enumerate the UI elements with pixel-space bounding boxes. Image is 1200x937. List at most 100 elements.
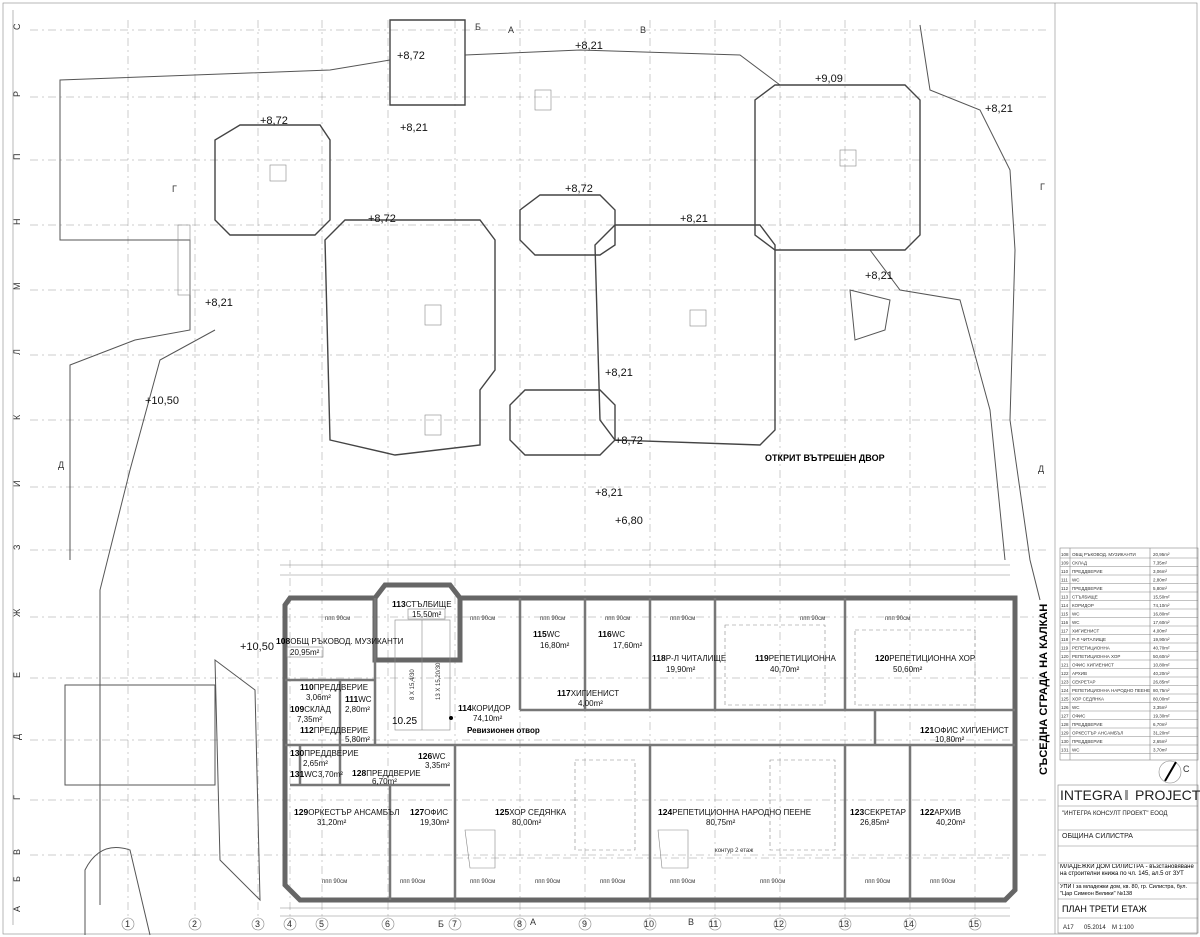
schedule-room-area: 50,60m²: [1153, 654, 1170, 659]
svg-text:123СЕКРЕТАР: 123СЕКРЕТАР: [850, 807, 906, 817]
section-mark: Б: [475, 22, 481, 32]
section-mark: А: [530, 917, 536, 927]
schedule-room-area: 74,10m²: [1153, 603, 1170, 608]
elevation-label: +8,72: [260, 115, 288, 127]
schedule-room-area: 17,60m²: [1153, 620, 1170, 625]
site-outline: [59, 24, 1041, 936]
section-mark: Г: [172, 184, 177, 194]
schedule-room-area: 2,80m²: [1153, 578, 1168, 583]
svg-text:127ОФИС: 127ОФИС: [410, 807, 448, 817]
axis-row: А: [12, 906, 22, 912]
window-label: ппп 90см: [400, 879, 425, 885]
room-108: 108ОБЩ РЪКОВОД. МУЗИКАНТИ 20,95m²: [276, 636, 404, 658]
schedule-room-number: 117: [1061, 629, 1069, 634]
roof-outlines: [214, 19, 921, 456]
svg-text:124РЕПЕТИЦИОННА НАРОДНО ПЕЕНЕ: 124РЕПЕТИЦИОННА НАРОДНО ПЕЕНЕ: [658, 807, 811, 817]
svg-text:6,70m²: 6,70m²: [372, 777, 397, 786]
project-name: МЛАДЕЖКИ ДОМ СИЛИСТРА - възстановяване н…: [1060, 864, 1194, 877]
elevation-label: +8,72: [368, 213, 396, 225]
window-label: ппп 90см: [670, 879, 695, 885]
row-axis-labels: С Р П Н М Л К И З Ж Е Д Г В Б А: [12, 23, 22, 912]
schedule-room-area: 3,06m²: [1153, 569, 1168, 574]
logo-integra: INTEGRA: [1060, 787, 1123, 803]
schedule-room-area: 4,00m²: [1153, 629, 1168, 634]
sheet-number: А17: [1063, 925, 1074, 931]
svg-text:118Р-Л ЧИТАЛИЩЕ: 118Р-Л ЧИТАЛИЩЕ: [652, 653, 726, 663]
window-label: ппп 90см: [540, 616, 565, 622]
room-118: 118Р-Л ЧИТАЛИЩЕ 19,90m²: [652, 653, 726, 674]
svg-text:2,80m²: 2,80m²: [345, 705, 370, 714]
elevation-label: +8,21: [575, 40, 603, 52]
sheet-date: 05.2014: [1084, 925, 1106, 931]
stair-dimension: 8 Х 15,4/30: [410, 669, 416, 700]
schedule-room-area: 7,35m²: [1153, 561, 1168, 566]
axis-col: 8: [517, 919, 522, 929]
axis-row: В: [12, 849, 22, 855]
client-name: ОБЩИНА СИЛИСТРА: [1062, 833, 1133, 840]
schedule-room-area: 80,75m²: [1153, 688, 1170, 693]
svg-text:16,80m²: 16,80m²: [540, 641, 570, 650]
schedule-room-label: РЕПЕТИЦИОННА ХОР: [1072, 654, 1120, 659]
schedule-room-number: 125: [1061, 697, 1069, 702]
section-mark: В: [640, 25, 646, 35]
schedule-room-area: 31,20m²: [1153, 731, 1170, 736]
svg-text:125ХОР СЕДЯНКА: 125ХОР СЕДЯНКА: [495, 807, 567, 817]
elevation-label: +8,72: [615, 435, 643, 447]
schedule-room-label: ПРЕДДВЕРИЕ: [1072, 722, 1103, 727]
svg-text:17,60m²: 17,60m²: [613, 641, 643, 650]
svg-text:110ПРЕДДВЕРИЕ: 110ПРЕДДВЕРИЕ: [300, 682, 368, 692]
section-mark: Д: [58, 460, 64, 470]
schedule-room-area: 6,70m²: [1153, 722, 1168, 727]
axis-row: И: [12, 481, 22, 487]
schedule-room-number: 113: [1061, 595, 1069, 600]
svg-text:130ПРЕДДВЕРИЕ: 130ПРЕДДВЕРИЕ: [290, 748, 359, 758]
schedule-room-label: ПРЕДДВЕРИЕ: [1072, 586, 1103, 591]
axis-col: 10: [644, 919, 654, 929]
schedule-room-area: 40,20m²: [1153, 671, 1170, 676]
stair-dimension: 13 Х 15,20/30: [436, 662, 442, 700]
section-mark: В: [688, 917, 694, 927]
revision-opening-label: Ревизионен отвор: [467, 726, 540, 735]
schedule-room-number: 110: [1061, 569, 1069, 574]
svg-text:7,35m²: 7,35m²: [297, 715, 322, 724]
elevation-label: +10,50: [240, 641, 274, 653]
section-mark: А: [508, 25, 514, 35]
schedule-room-number: 111: [1061, 578, 1068, 583]
schedule-room-number: 109: [1061, 561, 1069, 566]
window-label: ппп 90см: [865, 879, 890, 885]
piano-icon: [464, 829, 496, 869]
schedule-room-number: 121: [1061, 663, 1069, 668]
schedule-room-label: ПРЕДДВЕРИЕ: [1072, 739, 1103, 744]
svg-text:3,06m²: 3,06m²: [306, 693, 331, 702]
schedule-room-label: ПРЕДДВЕРИЕ: [1072, 569, 1103, 574]
piano-icon: [657, 829, 689, 869]
title-block: INTEGRA PROJECT "ИНТЕГРА КОНСУЛТ ПРОЕКТ"…: [1057, 784, 1200, 934]
svg-text:112ПРЕДДВЕРИЕ: 112ПРЕДДВЕРИЕ: [300, 725, 368, 735]
window-label: ппп 90см: [470, 616, 495, 622]
axis-col: 7: [452, 919, 457, 929]
svg-text:108ОБЩ РЪКОВОД. МУЗИКАНТИ: 108ОБЩ РЪКОВОД. МУЗИКАНТИ: [276, 636, 404, 646]
svg-text:114КОРИДОР: 114КОРИДОР: [458, 703, 511, 713]
section-mark: Б: [438, 919, 444, 929]
schedule-room-label: ХИГИЕНИСТ: [1072, 629, 1099, 634]
furniture: [464, 624, 976, 869]
svg-text:19,90m²: 19,90m²: [666, 665, 696, 674]
svg-text:129ОРКЕСТЪР АНСАМБЪЛ: 129ОРКЕСТЪР АНСАМБЪЛ: [294, 807, 399, 817]
elevation-label: +8,21: [400, 122, 428, 134]
svg-text:19,30m²: 19,30m²: [420, 818, 450, 827]
location: УПИ I за младежки дом, кв. 80, гр. Силис…: [1060, 884, 1187, 897]
schedule-room-label: РЕПЕТИЦИОННА НАРОДНО ПЕЕНЕ: [1072, 688, 1150, 693]
window-label: ппп 90см: [605, 616, 630, 622]
courtyard-label: ОТКРИТ ВЪТРЕШЕН ДВОР: [765, 453, 885, 463]
schedule-room-label: СТЪЛБИЩЕ: [1072, 595, 1098, 600]
svg-text:20,95m²: 20,95m²: [290, 648, 320, 657]
schedule-room-number: 128: [1061, 722, 1069, 727]
window-label: ппп 90см: [535, 879, 560, 885]
